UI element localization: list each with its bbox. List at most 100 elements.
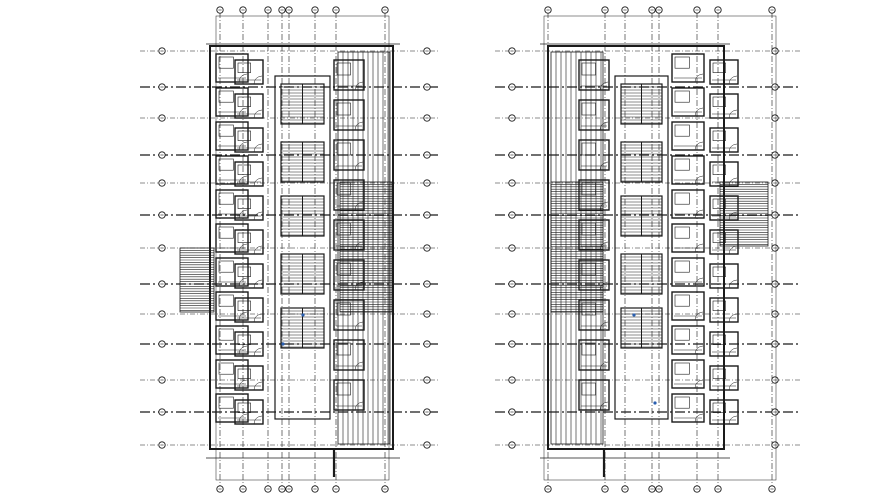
fixture	[674, 90, 690, 103]
fixture	[336, 222, 351, 236]
room-wall	[234, 59, 264, 85]
room	[671, 291, 705, 321]
room	[333, 59, 365, 91]
door-swing	[599, 81, 609, 91]
fixture	[237, 62, 251, 73]
room-wall	[234, 297, 264, 323]
door-swing	[599, 361, 609, 371]
stair-block	[620, 307, 663, 349]
room	[215, 87, 249, 117]
wing-hatch	[179, 247, 215, 313]
room	[234, 127, 264, 153]
door-swing	[238, 73, 248, 83]
door-swing	[253, 143, 263, 153]
fixture	[712, 130, 726, 141]
stair-block	[620, 253, 663, 295]
fixture	[237, 164, 251, 175]
fixture	[712, 368, 726, 379]
stair-block	[280, 195, 325, 237]
room	[671, 53, 705, 83]
fixture	[218, 124, 234, 137]
room-wall	[333, 139, 365, 171]
room-wall	[709, 365, 739, 391]
room	[671, 393, 705, 423]
fixture	[237, 402, 251, 413]
fixture	[237, 232, 251, 243]
room-wall	[215, 359, 249, 389]
door-swing	[354, 361, 364, 371]
room-wall	[234, 331, 264, 357]
room	[578, 99, 610, 131]
room-wall	[215, 223, 249, 253]
fixture	[336, 142, 351, 156]
marker-dot	[281, 342, 285, 346]
door-swing	[694, 175, 704, 185]
fixture	[336, 102, 351, 116]
room-wall	[671, 223, 705, 253]
door-swing	[354, 161, 364, 171]
core-zone	[274, 75, 331, 420]
fixture	[218, 90, 234, 103]
fixture	[674, 56, 690, 69]
door-swing	[253, 245, 263, 255]
room	[234, 331, 264, 357]
stair-block	[620, 83, 663, 125]
room-wall	[215, 189, 249, 219]
door-swing	[728, 279, 738, 289]
room	[709, 127, 739, 153]
room	[234, 229, 264, 255]
stair-block	[620, 195, 663, 237]
door-swing	[694, 243, 704, 253]
room-wall	[709, 297, 739, 323]
fixture	[674, 192, 690, 205]
room	[709, 331, 739, 357]
door-swing	[354, 281, 364, 291]
room	[671, 155, 705, 185]
room	[333, 99, 365, 131]
fixture	[218, 260, 234, 273]
marker-dot	[632, 313, 636, 317]
door-swing	[728, 75, 738, 85]
room	[709, 195, 739, 221]
room-wall	[578, 179, 610, 211]
room-wall	[671, 359, 705, 389]
room	[215, 155, 249, 185]
fixture	[674, 158, 690, 171]
door-swing	[728, 211, 738, 221]
room	[333, 379, 365, 411]
fixture	[674, 294, 690, 307]
fixture	[218, 294, 234, 307]
stair-block	[280, 83, 325, 125]
room-wall	[671, 155, 705, 185]
room-wall	[215, 291, 249, 321]
wing-hatch	[339, 181, 393, 313]
fixture	[712, 96, 726, 107]
fixture	[674, 260, 690, 273]
door-swing	[253, 381, 263, 391]
room-wall	[333, 179, 365, 211]
door-swing	[694, 345, 704, 355]
room	[671, 189, 705, 219]
fixture	[218, 362, 234, 375]
fixture	[237, 334, 251, 345]
door-swing	[599, 121, 609, 131]
room	[215, 393, 249, 423]
door-swing	[354, 201, 364, 211]
room-wall	[234, 127, 264, 153]
door-swing	[694, 413, 704, 423]
room	[671, 87, 705, 117]
room-wall	[578, 339, 610, 371]
room	[709, 59, 739, 85]
room	[578, 139, 610, 171]
door-swing	[354, 321, 364, 331]
room	[234, 263, 264, 289]
room	[234, 195, 264, 221]
room-wall	[578, 379, 610, 411]
room-wall	[333, 99, 365, 131]
room	[671, 121, 705, 151]
room	[333, 339, 365, 371]
fixture	[218, 158, 234, 171]
door-swing	[728, 347, 738, 357]
fixture	[218, 56, 234, 69]
